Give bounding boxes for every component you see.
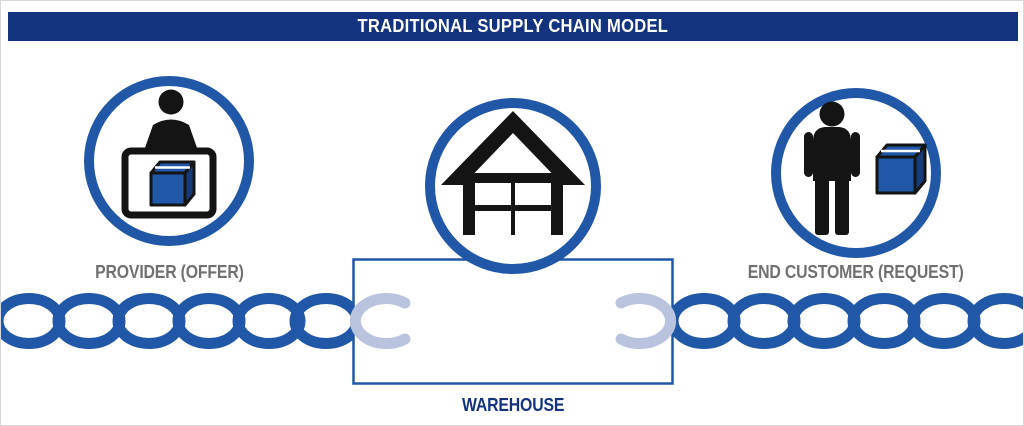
warehouse-icon bbox=[441, 111, 585, 235]
provider-label-text: PROVIDER (OFFER) bbox=[94, 262, 244, 282]
chain-left-icon bbox=[1, 293, 363, 349]
provider-offer-icon bbox=[121, 89, 217, 219]
chain-right-icon bbox=[667, 293, 1023, 349]
end-customer-request-icon bbox=[804, 101, 927, 235]
provider-node bbox=[84, 76, 254, 246]
provider-label: PROVIDER (OFFER) bbox=[19, 262, 319, 283]
title-banner: TRADITIONAL SUPPLY CHAIN MODEL bbox=[8, 12, 1018, 41]
warehouse-node bbox=[425, 98, 601, 274]
end-customer-label: END CUSTOMER (REQUEST) bbox=[706, 262, 1006, 283]
warehouse-label: WAREHOUSE bbox=[413, 395, 613, 416]
diagram-title: TRADITIONAL SUPPLY CHAIN MODEL bbox=[357, 16, 669, 36]
warehouse-box bbox=[352, 258, 674, 385]
broken-link-right-icon bbox=[615, 293, 677, 349]
end-customer-node bbox=[771, 88, 941, 258]
warehouse-label-text: WAREHOUSE bbox=[461, 395, 565, 415]
broken-link-left-icon bbox=[349, 293, 411, 349]
end-customer-label-text: END CUSTOMER (REQUEST) bbox=[748, 262, 964, 282]
